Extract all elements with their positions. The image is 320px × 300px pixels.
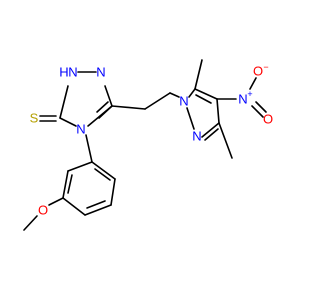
atom-o-nitro-bottom-label: O — [263, 112, 273, 127]
bond-n2-c3-pyrazole-b — [204, 128, 219, 141]
atom-o-methoxy-label: O — [38, 203, 48, 218]
bond-c5-methyl — [194, 59, 203, 90]
atom-n-pyrazole-1-label: N — [179, 94, 188, 109]
bond-c5-n1-pyrazole — [188, 88, 196, 98]
bond-ph-6-1 — [67, 161, 93, 172]
bond-n1-n2-pyrazole — [186, 107, 195, 130]
bond-n4-c5 — [87, 105, 113, 127]
bond-n4-phenyl — [85, 134, 93, 163]
bond-ch2-npyrazole — [169, 92, 180, 98]
bond-c3-nh — [59, 85, 69, 119]
bond-n2-c5 — [104, 85, 113, 107]
bond-ph-4-5 — [62, 197, 86, 216]
bond-ph-o-methoxy — [48, 197, 64, 206]
bond-c3-c4-pyrazole — [216, 98, 220, 124]
bond-ph-inner-b — [86, 200, 106, 209]
bond-ph-3-4 — [84, 204, 112, 216]
canvas-background — [0, 0, 300, 300]
atom-n-pyrazole-2-label: N — [192, 129, 201, 144]
bond-ph-1-2 — [91, 161, 116, 180]
atom-n-nitro-label: N — [238, 92, 247, 107]
atom-s-label: S — [30, 111, 39, 126]
bond-n-o-bottom-a — [251, 105, 264, 118]
bond-n-o-top — [249, 77, 257, 90]
bonds — [23, 59, 267, 231]
atom-n-nitro-charge: + — [247, 89, 252, 99]
atom-n-triazole-top-label: N — [96, 65, 105, 80]
bond-ph-2-3 — [110, 178, 116, 206]
atom-o-nitro-top-label: O — [253, 64, 263, 79]
atom-nh-label: N — [68, 65, 77, 80]
bond-o-methyl — [23, 215, 38, 231]
bond-n4-c3 — [59, 117, 77, 127]
atom-n-triazole-bottom-label: N — [76, 122, 85, 137]
bond-n-o-bottom-b — [255, 101, 267, 113]
bond-c3-methyl — [218, 122, 233, 159]
molecule-structure-diagram: S H N N N N N N + O − O O — [0, 0, 300, 300]
bond-ph-5-6 — [62, 170, 69, 199]
bond-c5-ch2 — [111, 105, 146, 110]
bond-ph-inner-a — [94, 168, 111, 181]
atom-h-label: H — [59, 65, 68, 80]
bond-c5-n1-double-b — [96, 101, 109, 113]
atom-labels: S H N N N N N N + O − O O — [30, 62, 273, 218]
bond-c4-c5-pyrazole-a — [194, 88, 218, 100]
atom-o-nitro-top-charge: − — [263, 62, 268, 72]
bond-c4-c5-pyrazole-b — [195, 94, 212, 104]
bond-ph-inner-c — [67, 174, 73, 194]
bond-n2-c3-pyrazole-a — [201, 122, 220, 138]
bond-ch2-ch2 — [144, 92, 171, 110]
